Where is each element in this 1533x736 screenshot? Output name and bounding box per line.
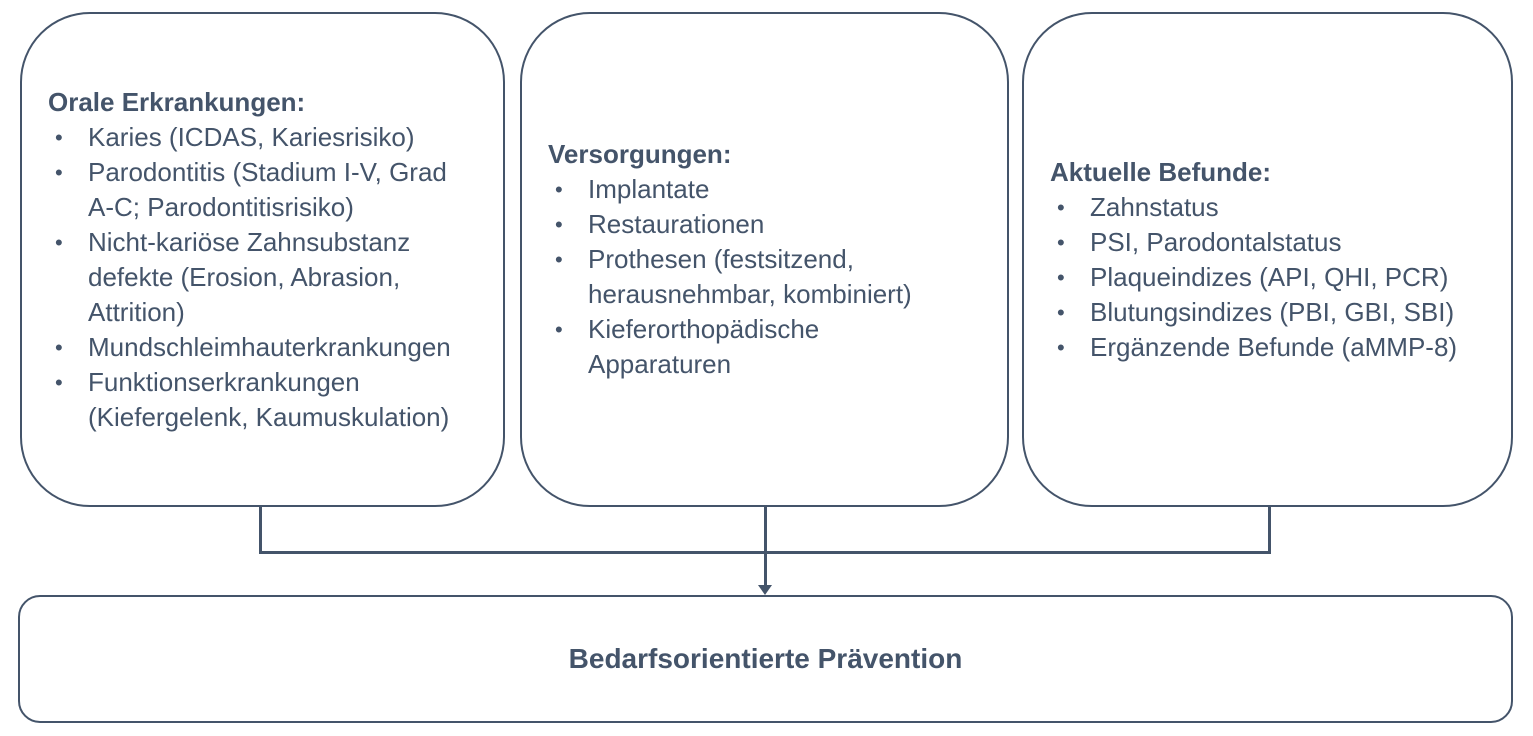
- box-restorative-care: Versorgungen: • Implantate • Restauratio…: [520, 12, 1009, 507]
- connector-stem-middle: [764, 505, 767, 586]
- list-item: • Kieferorthopädische Apparaturen: [548, 312, 991, 382]
- box-title: Aktuelle Befunde:: [1050, 156, 1272, 187]
- arrow-down-icon: [758, 585, 772, 595]
- bullet-icon: •: [55, 334, 63, 360]
- connector-stub-left: [259, 505, 262, 553]
- list-item: • Zahnstatus: [1050, 190, 1495, 225]
- list-item-text: Nicht-kariöse Zahnsubstanz defekte (Eros…: [88, 226, 411, 327]
- bullet-icon: •: [555, 247, 563, 272]
- bullet-icon: •: [555, 317, 563, 342]
- list-item: • PSI, Parodontalstatus: [1050, 225, 1495, 260]
- list-item: • Parodontitis (Stadium I-V, Grad A-C; P…: [48, 155, 487, 225]
- list-item-text: Kieferorthopädische Apparaturen: [588, 314, 820, 379]
- connector-stub-right: [1268, 505, 1271, 553]
- bullet-icon: •: [555, 177, 563, 202]
- list-item: • Ergänzende Befunde (aMMP-8): [1050, 330, 1495, 365]
- list-item-text: Prothesen (festsitzend, herausnehmbar, k…: [588, 244, 912, 309]
- box-care-content: Versorgungen: • Implantate • Restauratio…: [522, 137, 1007, 382]
- list-item-text: Restaurationen: [588, 209, 765, 239]
- bullet-icon: •: [1057, 334, 1065, 360]
- list-item: • Implantate: [548, 172, 991, 207]
- list-item: • Funktionserkrankungen (Kiefergelenk, K…: [48, 365, 487, 435]
- bullet-icon: •: [1057, 229, 1065, 255]
- box-oral-diseases: Orale Erkrankungen: • Karies (ICDAS, Kar…: [20, 12, 505, 507]
- box-title: Orale Erkrankungen:: [48, 86, 306, 117]
- list-item-text: Plaqueindizes (API, QHI, PCR): [1090, 261, 1449, 292]
- box-result: Bedarfsorientierte Prävention: [18, 595, 1513, 723]
- list-item-text: PSI, Parodontalstatus: [1090, 226, 1342, 257]
- list-item-text: Blutungsindizes (PBI, GBI, SBI): [1090, 296, 1455, 327]
- list-item: • Restaurationen: [548, 207, 991, 242]
- bullet-icon: •: [55, 124, 63, 150]
- list-item-text: Parodontitis (Stadium I-V, Grad A-C; Par…: [88, 156, 447, 222]
- bullet-icon: •: [55, 229, 63, 255]
- bullet-icon: •: [55, 369, 63, 395]
- box-oral-content: Orale Erkrankungen: • Karies (ICDAS, Kar…: [22, 85, 503, 435]
- result-label: Bedarfsorientierte Prävention: [568, 643, 963, 674]
- bullet-icon: •: [1057, 299, 1065, 325]
- list-item-text: Karies (ICDAS, Kariesrisiko): [88, 121, 415, 152]
- connector-horizontal: [259, 551, 1271, 554]
- list-item-text: Funktionserkrankungen (Kiefergelenk, Kau…: [88, 366, 450, 432]
- list-item: • Nicht-kariöse Zahnsubstanz defekte (Er…: [48, 225, 487, 330]
- list-item: • Prothesen (festsitzend, herausnehmbar,…: [548, 242, 991, 312]
- list-item: • Plaqueindizes (API, QHI, PCR): [1050, 260, 1495, 295]
- list-item: • Blutungsindizes (PBI, GBI, SBI): [1050, 295, 1495, 330]
- bullet-icon: •: [1057, 194, 1065, 220]
- bullet-icon: •: [555, 212, 563, 237]
- bullet-icon: •: [55, 159, 63, 185]
- box-current-findings: Aktuelle Befunde: • Zahnstatus • PSI, Pa…: [1022, 12, 1513, 507]
- list-item-text: Ergänzende Befunde (aMMP-8): [1090, 331, 1458, 362]
- box-findings-content: Aktuelle Befunde: • Zahnstatus • PSI, Pa…: [1024, 155, 1511, 365]
- list-item-text: Zahnstatus: [1090, 191, 1219, 222]
- list-item-text: Mundschleimhauterkrankungen: [88, 331, 451, 362]
- box-title: Versorgungen:: [548, 139, 732, 169]
- bullet-icon: •: [1057, 264, 1065, 290]
- list-item: • Mundschleimhauterkrankungen: [48, 330, 487, 365]
- list-item-text: Implantate: [588, 174, 710, 204]
- list-item: • Karies (ICDAS, Kariesrisiko): [48, 120, 487, 155]
